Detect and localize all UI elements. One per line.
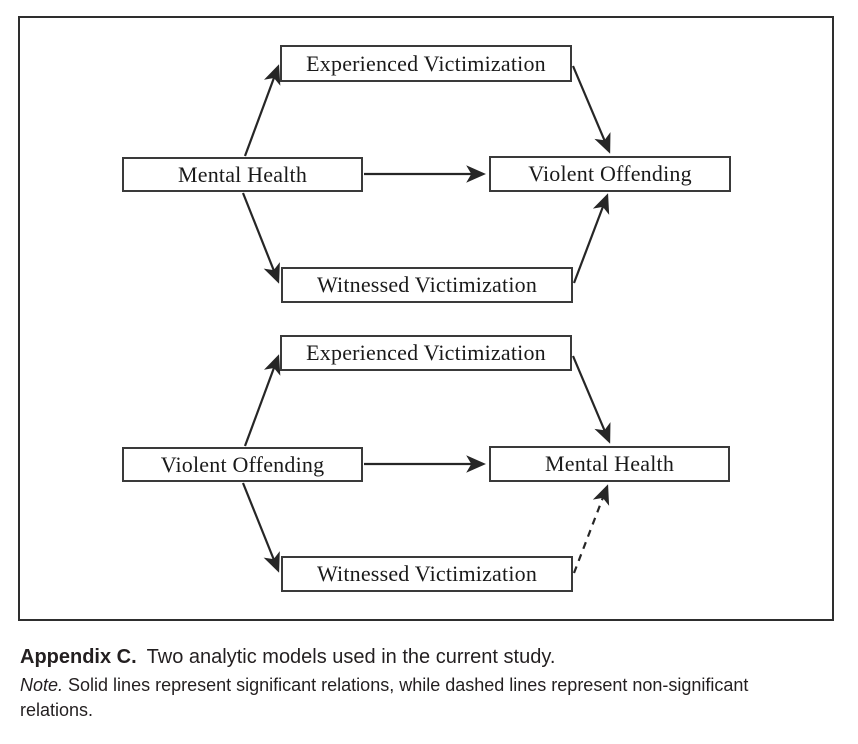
note-text: Solid lines represent significant relati…: [20, 675, 749, 720]
figure-caption: Appendix C. Two analytic models used in t…: [20, 644, 820, 723]
model2-box-mental-health: Mental Health: [489, 446, 730, 482]
model2-box-violent-offending: Violent Offending: [122, 447, 363, 482]
model1-box-experienced-victimization: Experienced Victimization: [280, 45, 572, 82]
model1-box-mental-health: Mental Health: [122, 157, 363, 192]
model2-box-witnessed-victimization: Witnessed Victimization: [281, 556, 573, 592]
caption-label: Appendix C.: [20, 646, 137, 668]
caption-title: Two analytic models used in the current …: [146, 646, 556, 668]
model1-box-witnessed-victimization: Witnessed Victimization: [281, 267, 573, 303]
figure-border: [18, 16, 834, 621]
model1-box-violent-offending: Violent Offending: [489, 156, 731, 192]
caption-note: Note.Solid lines represent significant r…: [20, 673, 820, 723]
model2-box-experienced-victimization: Experienced Victimization: [280, 335, 572, 371]
note-label: Note.: [20, 675, 64, 695]
caption-title-line: Appendix C. Two analytic models used in t…: [20, 644, 820, 671]
